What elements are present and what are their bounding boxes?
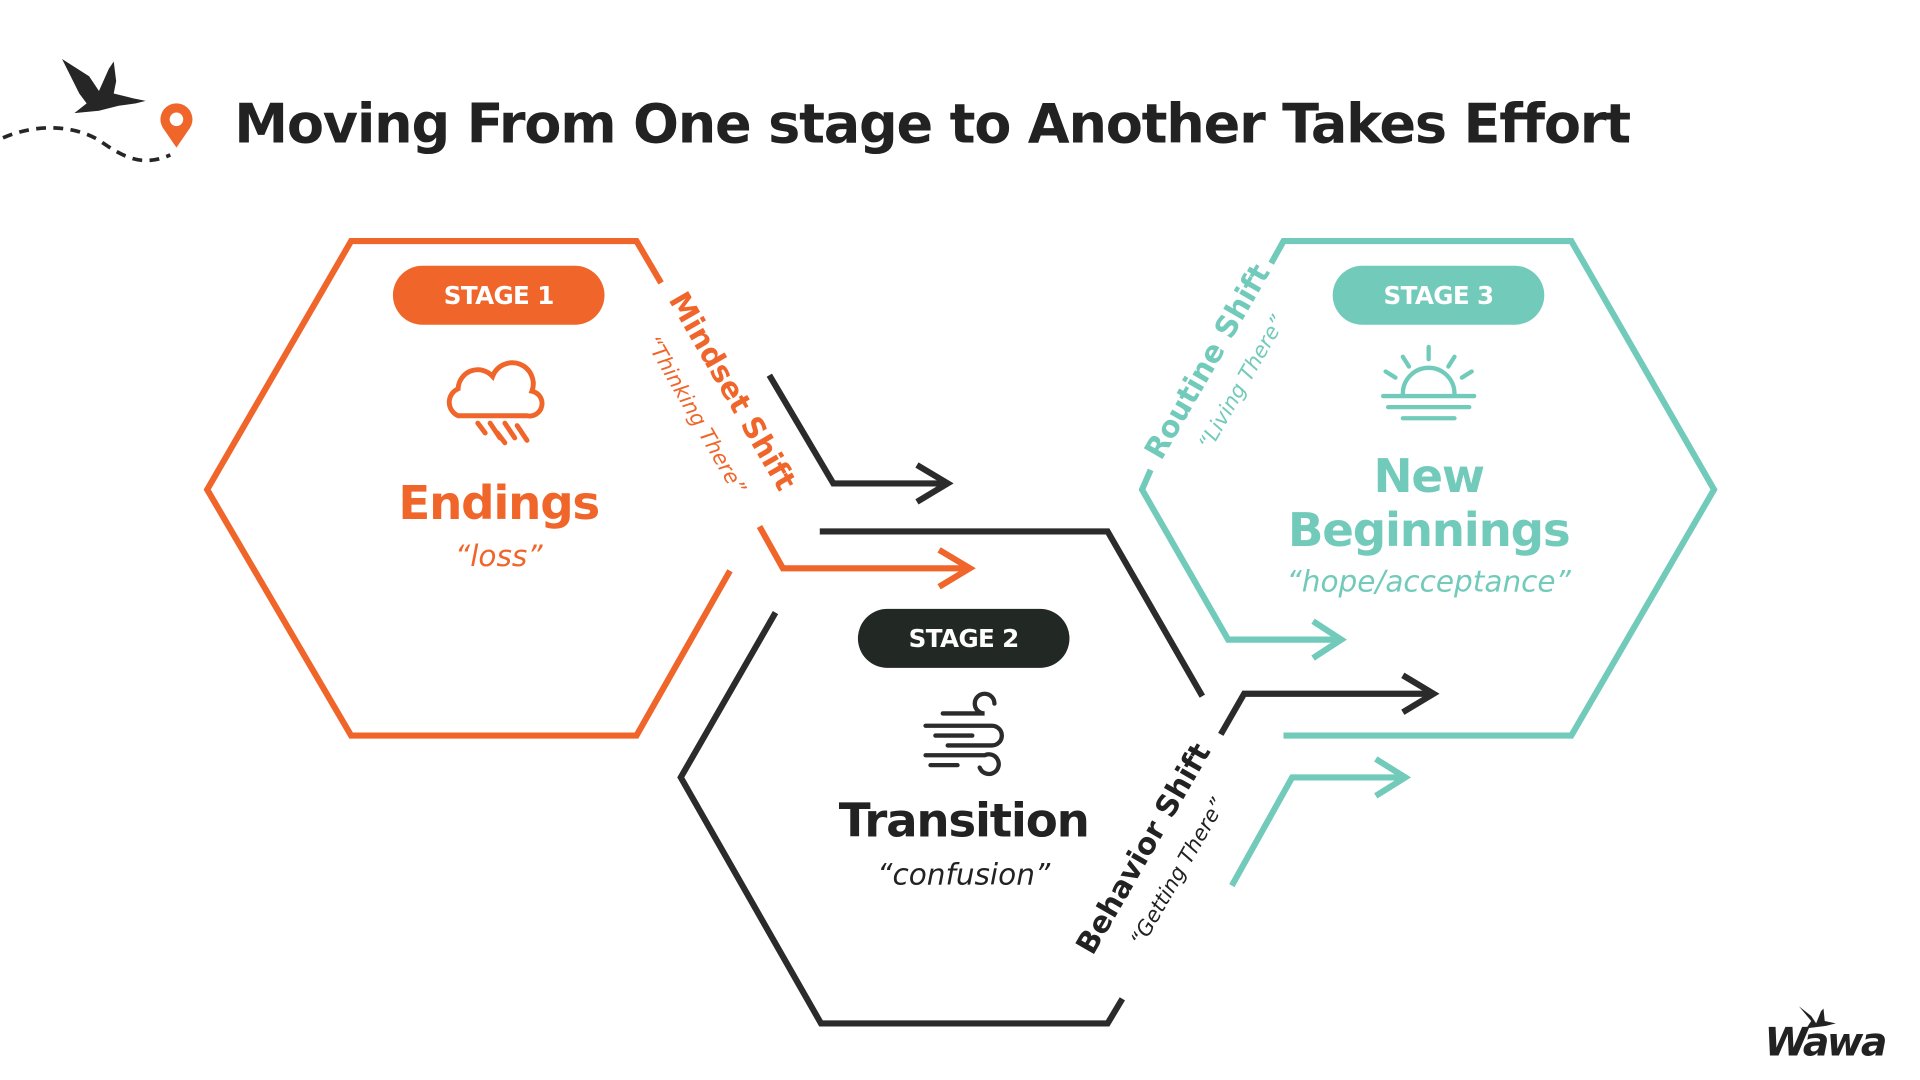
goose-icon: [62, 59, 146, 114]
mindset-arrow-dark: [766, 373, 946, 487]
wind-icon: [923, 691, 1004, 777]
stage3-badge: [1332, 265, 1545, 325]
wawa-logo-text: Wawa: [1765, 1019, 1886, 1065]
stage2-hexagon-bottom: [677, 611, 1126, 1027]
routine-arrow-upper: [1138, 468, 1339, 643]
stage2-name: Transition: [839, 794, 1089, 848]
dashed-path: [2, 126, 172, 163]
stage2-hexagon-top: [819, 528, 1205, 698]
wawa-logo: Wawa: [1765, 1006, 1888, 1065]
stage3-name-line2: Beginnings: [1288, 504, 1570, 558]
stage1-name: Endings: [398, 477, 599, 531]
stage1-subtitle: “loss”: [455, 539, 543, 573]
page-title: Moving From One stage to Another Takes E…: [234, 93, 1630, 156]
stage1-badge: [392, 265, 605, 325]
arrowhead: [1311, 618, 1347, 661]
behavior-arrow: [1218, 690, 1432, 736]
stage1-badge-label: STAGE 1: [444, 281, 554, 310]
arrowhead: [937, 547, 976, 590]
location-pin-icon: [160, 103, 193, 148]
routine-arrow-lower: [1229, 774, 1403, 888]
arrowhead: [1374, 756, 1412, 799]
stage3-name-line1: New: [1374, 450, 1484, 504]
stage3-badge-label: STAGE 3: [1384, 281, 1494, 310]
arrowhead: [1401, 672, 1440, 715]
arrowhead: [915, 462, 954, 505]
stage2-badge: [857, 608, 1070, 668]
stage2-badge-label: STAGE 2: [909, 624, 1019, 653]
stage1-hexagon: [203, 238, 733, 739]
stage2-subtitle: “confusion”: [877, 857, 1051, 891]
rain-cloud-icon: [446, 360, 545, 446]
stage3-subtitle: “hope/acceptance”: [1286, 565, 1571, 599]
mindset-arrow-orange: [756, 524, 968, 572]
stage3-hexagon: [1268, 238, 1718, 739]
sunrise-icon: [1380, 344, 1477, 421]
